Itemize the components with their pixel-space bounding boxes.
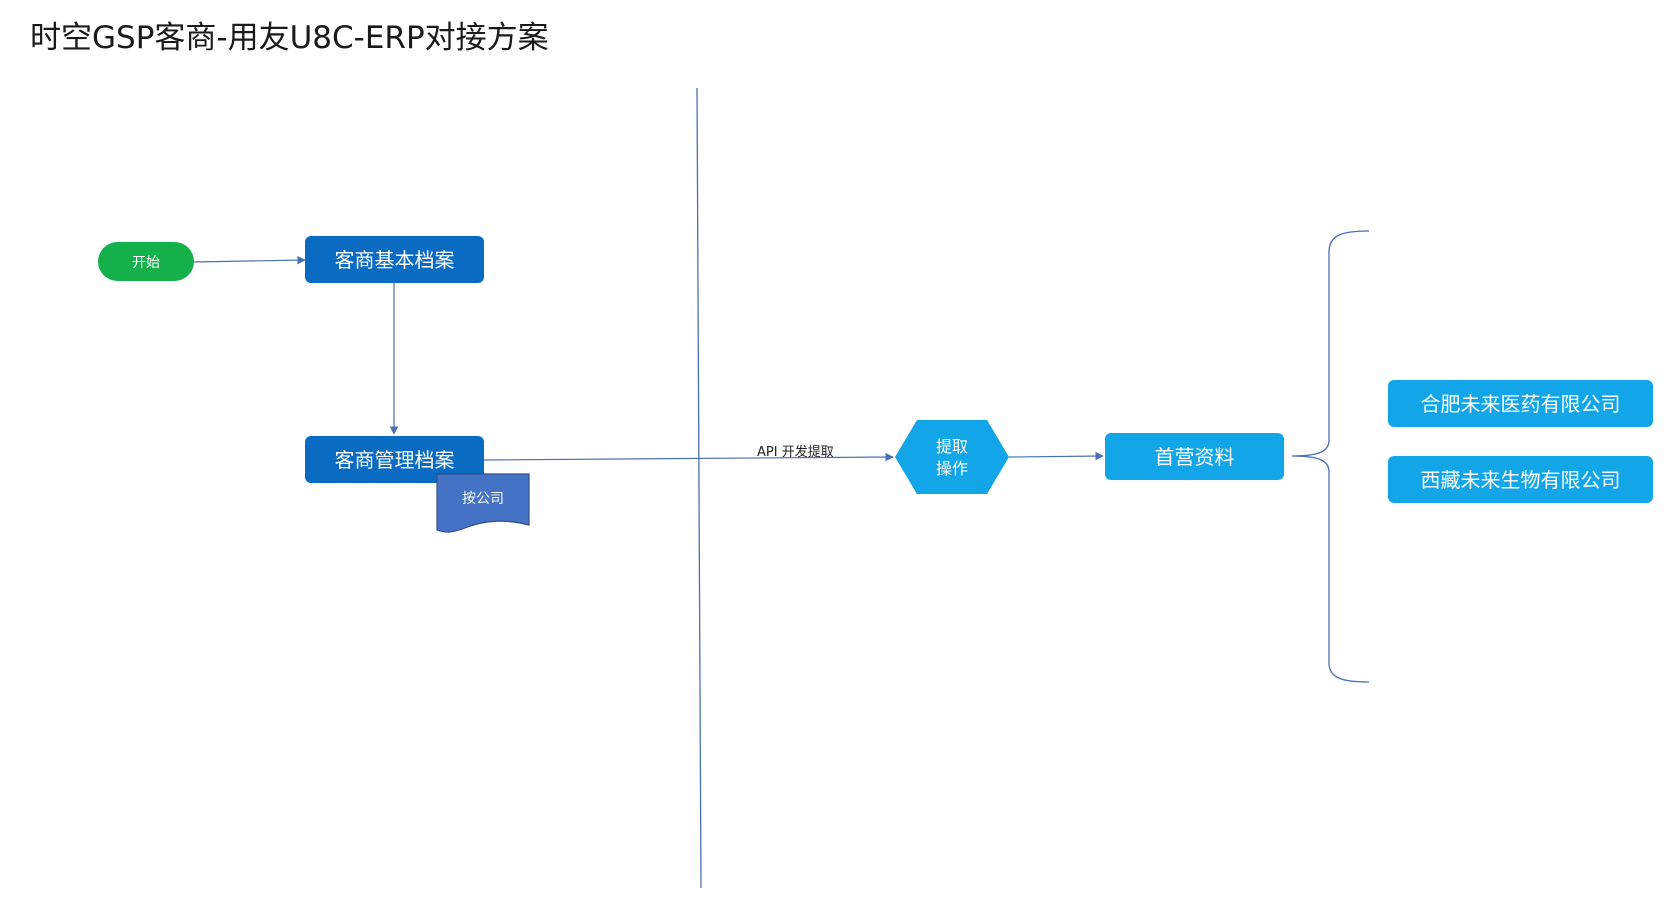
basic-archive-label: 客商基本档案 [335, 248, 455, 272]
start-node[interactable]: 开始 [98, 242, 194, 281]
first-data-node[interactable]: 首营资料 [1105, 433, 1284, 480]
extract-label-line2: 操作 [936, 459, 968, 478]
company-tibet-label: 西藏未来生物有限公司 [1421, 468, 1621, 492]
brace-connector [1291, 230, 1370, 683]
edge-manage-to-extract [483, 452, 894, 462]
manage-archive-label: 客商管理档案 [335, 448, 455, 472]
edge-extract-to-first [1008, 451, 1104, 461]
manage-archive-node[interactable]: 客商管理档案 [305, 436, 484, 483]
by-company-label: 按公司 [462, 491, 504, 507]
first-data-label: 首营资料 [1155, 445, 1235, 469]
company-hefei-label: 合肥未来医药有限公司 [1421, 392, 1621, 416]
divider-line [696, 87, 702, 889]
extract-operation-node[interactable]: 提取 操作 [895, 420, 1009, 494]
edge-label-api: API 开发提取 [757, 444, 834, 460]
start-label: 开始 [132, 255, 160, 271]
page-title: 时空GSP客商-用友U8C-ERP对接方案 [30, 20, 549, 56]
company-tibet-node[interactable]: 西藏未来生物有限公司 [1388, 456, 1653, 503]
basic-archive-node[interactable]: 客商基本档案 [305, 236, 484, 283]
edge-start-to-basic [193, 255, 306, 265]
extract-label-line1: 提取 [936, 437, 968, 456]
company-hefei-node[interactable]: 合肥未来医药有限公司 [1388, 380, 1653, 427]
by-company-document[interactable]: 按公司 [436, 473, 530, 533]
